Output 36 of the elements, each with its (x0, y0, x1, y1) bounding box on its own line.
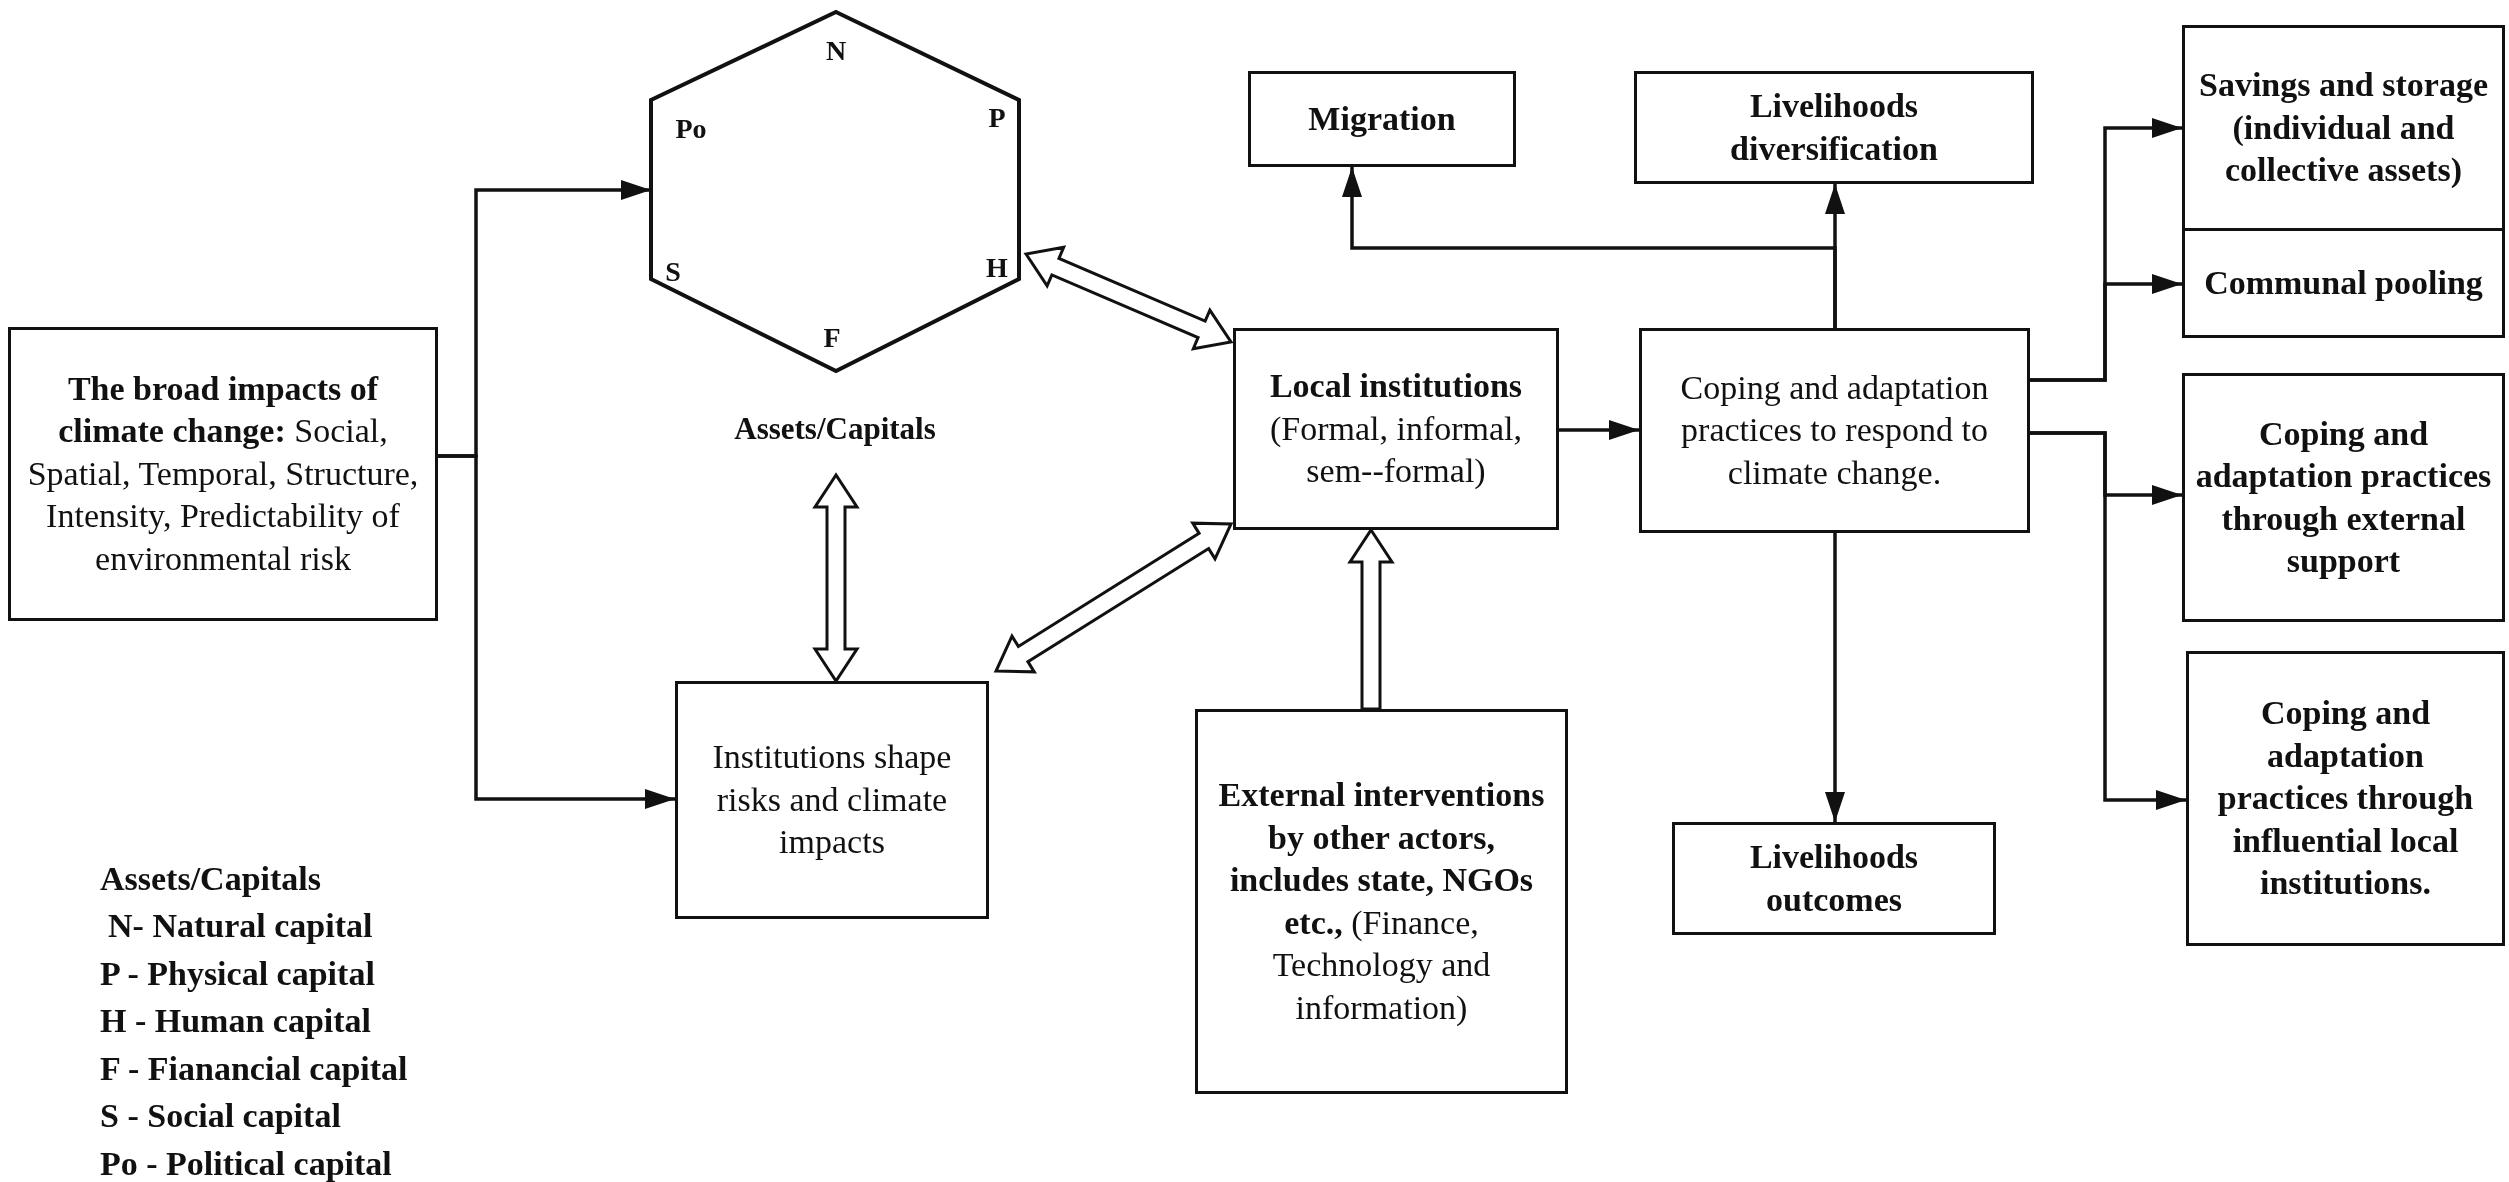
legend-title: Assets/Capitals (100, 860, 322, 898)
outcome-box: Livelihoods diversification (1634, 71, 2034, 184)
strategy-box: Coping and adaptation practices through influential local institutions. (2186, 651, 2505, 946)
process-box: Local institutions (Formal, informal, sem--formal) (1233, 328, 1559, 530)
hexagon-caption: Assets/Capitals (734, 410, 936, 448)
intervention-box: External interventions by other actors, includes state, NGOs etc., (Finance, Technology and information) (1195, 709, 1568, 1094)
strategy-box: Coping and adaptation practices through external support (2182, 373, 2505, 622)
capital-letter: H (986, 250, 1008, 285)
outcome-box: Migration (1248, 71, 1516, 167)
capital-letter: Po (675, 111, 707, 146)
capital-letter: S (665, 254, 681, 289)
double-block-arrow (993, 521, 1234, 674)
process-box: Coping and adaptation practices to respond to climate change. (1639, 328, 2030, 533)
arrow (1559, 420, 1639, 440)
legend-entry: P - Physical capital (100, 954, 375, 993)
impacts-box: The broad impacts of climate change: Social, Spatial, Temporal, Structure, Intensity, Predictability of environmental risk (8, 327, 438, 621)
double-block-arrow (812, 472, 860, 684)
process-box: Institutions shape risks and climate impacts (675, 681, 989, 919)
strategy-box: Savings and storage (individual and collective assets) (2182, 25, 2505, 231)
legend-entry: S - Social capital (100, 1097, 341, 1135)
legend-entry: F - Fianancial capital (100, 1049, 408, 1088)
legend-entry: H - Human capital (100, 1002, 372, 1040)
capital-letter: F (823, 320, 841, 355)
arrow (2030, 274, 2182, 382)
arrow (2030, 431, 2186, 810)
double-block-arrow (1023, 245, 1234, 351)
legend-entry: Po - Political capital (100, 1144, 392, 1182)
arrow (438, 454, 675, 809)
arrow (1342, 167, 1837, 328)
outcome-box: Livelihoods outcomes (1672, 822, 1996, 935)
block-arrow (1347, 527, 1395, 711)
capital-letter: N (825, 33, 847, 68)
legend-entry: N- Natural capital (108, 907, 373, 945)
capital-letter: P (988, 100, 1006, 135)
arrow (1825, 533, 1845, 822)
strategy-box: Communal pooling (2182, 228, 2505, 338)
